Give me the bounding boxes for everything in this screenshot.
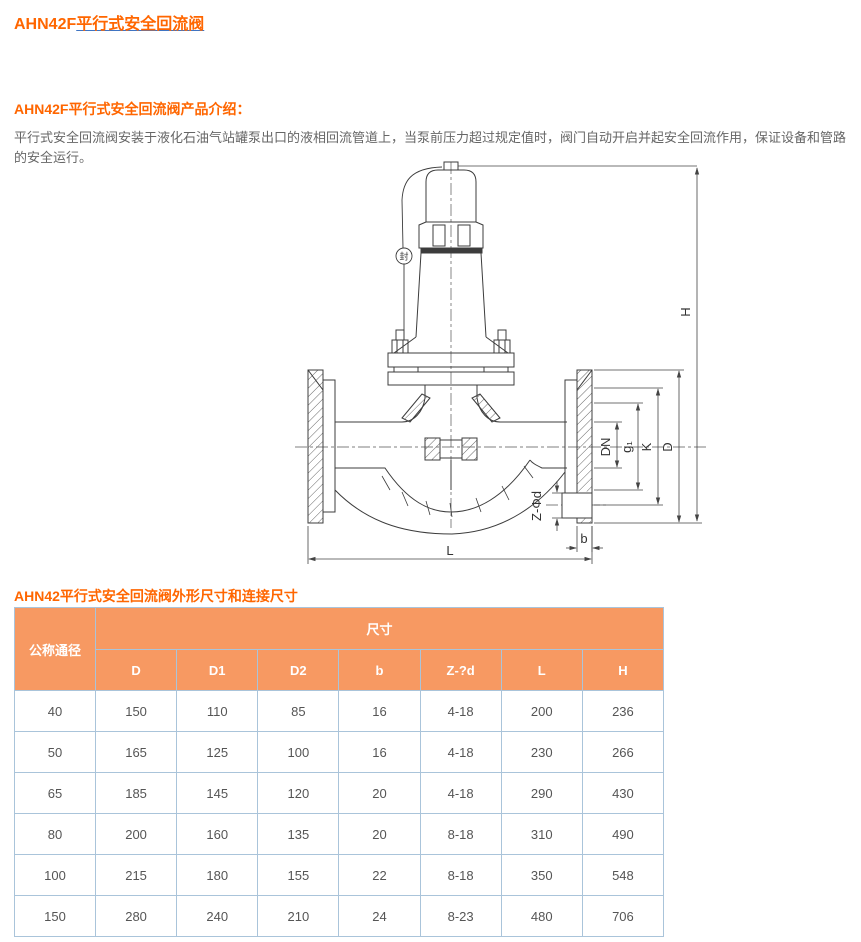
cell-value: 706 <box>581 895 665 937</box>
header-cell-dn: 公称通径 <box>14 607 96 691</box>
header-cell-col: H <box>581 649 665 691</box>
header-cell-col: D <box>94 649 178 691</box>
header-row-columns: D D1 D2 b Z-?d L H <box>15 649 665 691</box>
table-row: 50 165 125 100 16 4-18 230 266 <box>14 731 665 773</box>
valve-body-outline <box>307 161 593 535</box>
cell-value: 215 <box>94 854 178 896</box>
dim-label-zd: Z-Φd <box>529 491 544 521</box>
cell-value: 16 <box>338 731 421 773</box>
cell-value: 150 <box>94 690 178 732</box>
cell-value: 236 <box>581 690 665 732</box>
cell-value: 200 <box>94 813 178 855</box>
header-cell-size-group: 尺寸 <box>95 607 664 650</box>
cell-value: 22 <box>338 854 421 896</box>
product-link[interactable]: 平行式安全回流阀 <box>76 16 205 33</box>
cell-dn: 150 <box>14 895 96 937</box>
cell-value: 120 <box>257 772 340 814</box>
header-cell-col: b <box>338 649 421 691</box>
cell-value: 310 <box>500 813 583 855</box>
cell-value: 185 <box>94 772 178 814</box>
table-row: 40 150 110 85 16 4-18 200 236 <box>14 690 665 732</box>
dimensions-table: 公称通径 尺寸 D D1 D2 b Z-?d L H 40 150 110 85… <box>14 607 665 937</box>
header-row-group: 公称通径 尺寸 <box>14 607 664 691</box>
dim-label-dn: DN <box>598 438 613 457</box>
cell-dn: 100 <box>14 854 96 896</box>
cell-value: 145 <box>176 772 259 814</box>
dim-label-g1: g₁ <box>619 441 634 453</box>
cell-value: 490 <box>581 813 665 855</box>
cell-value: 8-23 <box>419 895 502 937</box>
table-heading: AHN42平行式安全回流阀外形尺寸和连接尺寸 <box>14 588 298 604</box>
table-row: 80 200 160 135 20 8-18 310 490 <box>14 813 665 855</box>
cell-value: 480 <box>500 895 583 937</box>
cell-value: 8-18 <box>419 813 502 855</box>
cell-value: 290 <box>500 772 583 814</box>
cell-value: 4-18 <box>419 772 502 814</box>
cell-dn: 40 <box>14 690 96 732</box>
cell-value: 350 <box>500 854 583 896</box>
dim-label-b: b <box>580 531 587 546</box>
cell-value: 85 <box>257 690 340 732</box>
valve-drawing-svg: 封 <box>295 161 706 564</box>
dim-label-d: D <box>660 442 675 451</box>
table-row: 150 280 240 210 24 8-23 480 706 <box>14 895 665 937</box>
cell-value: 125 <box>176 731 259 773</box>
cell-value: 280 <box>94 895 178 937</box>
cell-value: 240 <box>176 895 259 937</box>
page-title-prefix: AHN42F <box>14 16 77 33</box>
cell-value: 160 <box>176 813 259 855</box>
cell-value: 20 <box>338 813 421 855</box>
cell-value: 16 <box>338 690 421 732</box>
table-row: 65 185 145 120 20 4-18 290 430 <box>14 772 665 814</box>
cell-dn: 80 <box>14 813 96 855</box>
header-cell-col: L <box>500 649 583 691</box>
table-row: 100 215 180 155 22 8-18 350 548 <box>14 854 665 896</box>
lead-seal: 封 <box>395 166 443 330</box>
cell-value: 548 <box>581 854 665 896</box>
valve-technical-drawing: 封 <box>290 160 720 580</box>
cell-value: 155 <box>257 854 340 896</box>
cell-value: 100 <box>257 731 340 773</box>
cell-value: 210 <box>257 895 340 937</box>
cell-value: 266 <box>581 731 665 773</box>
cell-dn: 65 <box>14 772 96 814</box>
cell-value: 180 <box>176 854 259 896</box>
dim-label-k: K <box>639 442 654 451</box>
cell-value: 430 <box>581 772 665 814</box>
header-cell-col: D1 <box>176 649 259 691</box>
page-title: AHN42F平行式安全回流阀 <box>14 10 204 34</box>
dimension-lines <box>307 165 702 564</box>
dimension-labels: H DN g₁ K D Z-Φd b L <box>446 307 693 558</box>
centerlines <box>295 162 706 528</box>
intro-heading: AHN42F平行式安全回流阀产品介绍： <box>14 101 251 117</box>
cell-value: 135 <box>257 813 340 855</box>
cell-value: 230 <box>500 731 583 773</box>
cell-value: 4-18 <box>419 731 502 773</box>
cell-dn: 50 <box>14 731 96 773</box>
cell-value: 110 <box>176 690 259 732</box>
cell-value: 8-18 <box>419 854 502 896</box>
dim-label-l: L <box>446 543 453 558</box>
cell-value: 200 <box>500 690 583 732</box>
intro-paragraph: 平行式安全回流阀安装于液化石油气站罐泵出口的液相回流管道上，当泵前压力超过规定值… <box>14 130 847 165</box>
header-cell-col: D2 <box>257 649 340 691</box>
seal-label: 封 <box>399 251 408 262</box>
cell-value: 24 <box>338 895 421 937</box>
header-cell-col: Z-?d <box>419 649 502 691</box>
cell-value: 165 <box>94 731 178 773</box>
cell-value: 4-18 <box>419 690 502 732</box>
cell-value: 20 <box>338 772 421 814</box>
dim-label-h: H <box>678 307 693 316</box>
